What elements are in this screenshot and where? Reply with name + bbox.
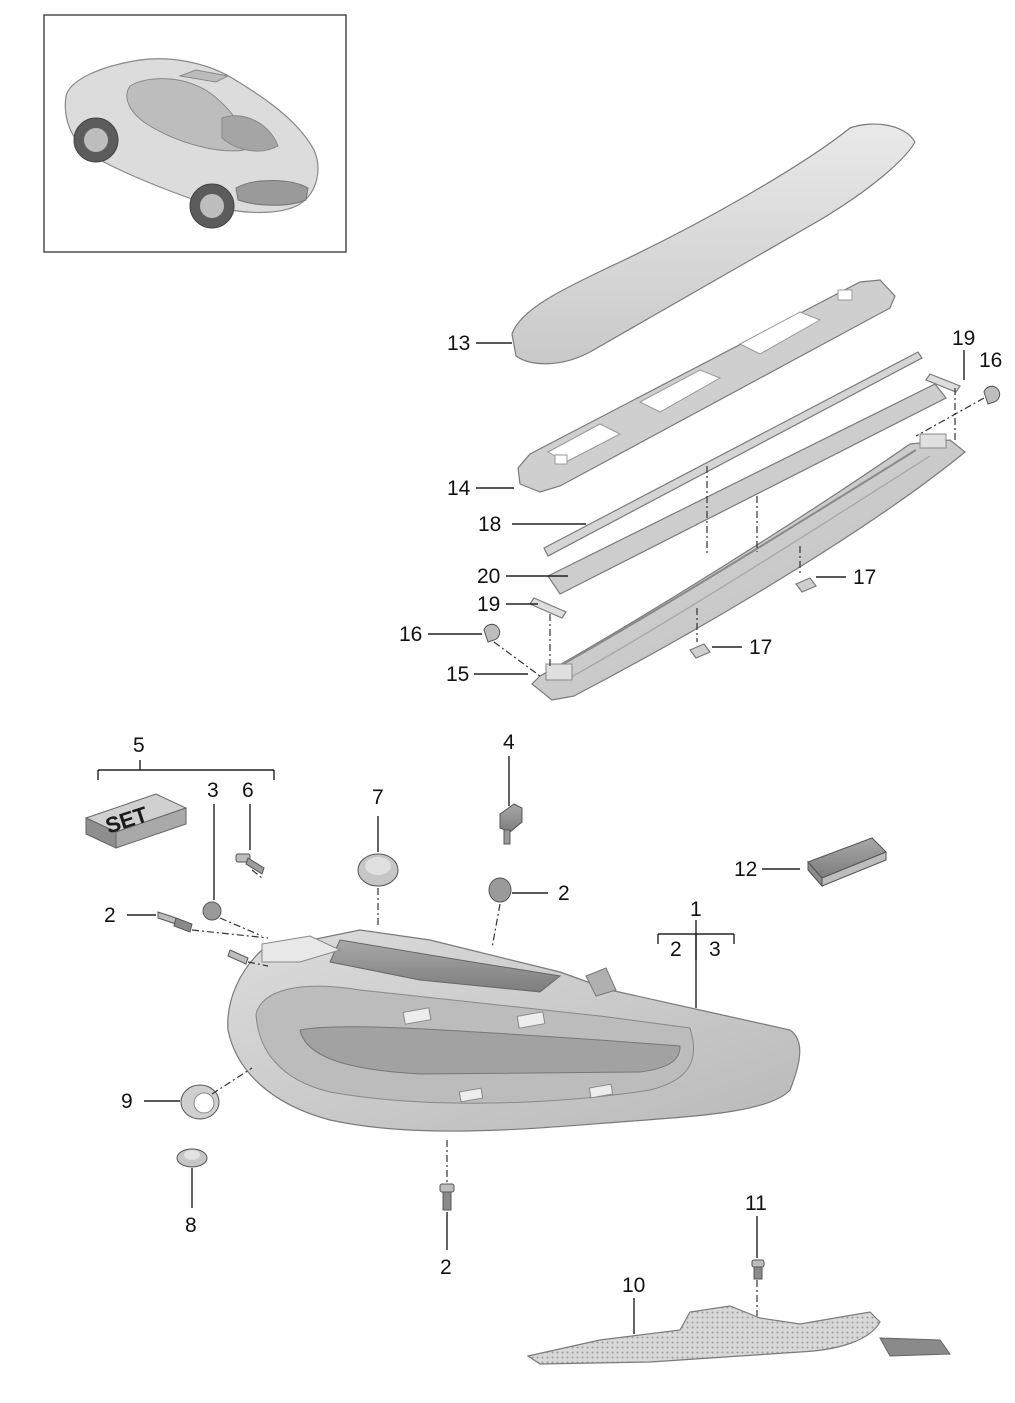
part-16-clip-right	[983, 385, 1001, 405]
part-2-nut-upper	[488, 877, 512, 903]
part-19-pad-right	[925, 373, 961, 393]
part-3-grommet	[202, 901, 222, 921]
callout-3: 3	[207, 779, 219, 802]
part-1-tail-lamp	[227, 929, 801, 1132]
callouts: 13 14 18 20 19 16 15 17 17 19 16 5 3 6 2…	[104, 327, 1002, 1297]
callout-20: 20	[477, 565, 500, 588]
part-17-pad-lower	[689, 643, 711, 659]
part-18-strip	[543, 351, 923, 557]
car-illustration	[64, 58, 319, 229]
part-4-socket	[499, 803, 523, 845]
callout-9: 9	[121, 1090, 133, 1113]
callout-1: 1	[690, 898, 702, 921]
leader-lines	[97, 342, 965, 1334]
callout-15: 15	[446, 663, 469, 686]
callout-1-sub-2: 2	[670, 938, 682, 961]
callout-2-top-left: 2	[104, 904, 116, 927]
part-17-pad-upper	[795, 577, 817, 593]
callout-18: 18	[478, 513, 501, 536]
part-5-set-box: SET	[84, 793, 188, 849]
callout-1-sub-3: 3	[709, 938, 721, 961]
part-19-pad-left	[529, 597, 567, 619]
callout-4: 4	[503, 731, 515, 754]
callout-17-upper: 17	[853, 566, 876, 589]
callout-17-lower: 17	[749, 636, 772, 659]
part-2-stud	[227, 949, 249, 965]
callout-14: 14	[447, 477, 471, 500]
callout-13: 13	[447, 332, 470, 355]
assembly-lines-top	[493, 388, 985, 677]
callout-6: 6	[242, 779, 254, 802]
part-14-gasket	[517, 279, 896, 493]
part-11-screw	[751, 1259, 765, 1280]
callout-10: 10	[622, 1274, 645, 1297]
part-2-screw-bottom	[439, 1183, 455, 1211]
part-12-plate-lamp	[807, 837, 887, 888]
vehicle-thumbnail	[43, 14, 347, 253]
callout-11: 11	[745, 1192, 767, 1215]
part-16-clip-left	[483, 623, 501, 643]
part-10-reflector	[526, 1305, 951, 1365]
assembly-lines-bottom	[191, 869, 758, 1316]
callout-19-left: 19	[477, 593, 500, 616]
callout-7: 7	[372, 786, 384, 809]
part-20-strip	[547, 383, 947, 595]
callout-16-right: 16	[979, 349, 1002, 372]
callout-2-upper: 2	[558, 882, 570, 905]
part-7-cap	[357, 853, 399, 887]
callout-12: 12	[734, 858, 757, 881]
part-6-screw	[235, 853, 265, 875]
callout-16-left: 16	[399, 623, 422, 646]
callout-19-right: 19	[952, 327, 975, 350]
part-9-ring	[180, 1084, 220, 1120]
part-15-housing	[531, 433, 966, 701]
callout-2-bottom: 2	[440, 1256, 452, 1279]
part-2-screw-top-left	[157, 911, 193, 933]
part-8-cap	[176, 1148, 208, 1168]
callout-5: 5	[133, 734, 145, 757]
part-13-cover	[511, 123, 916, 365]
callout-8: 8	[185, 1214, 197, 1237]
